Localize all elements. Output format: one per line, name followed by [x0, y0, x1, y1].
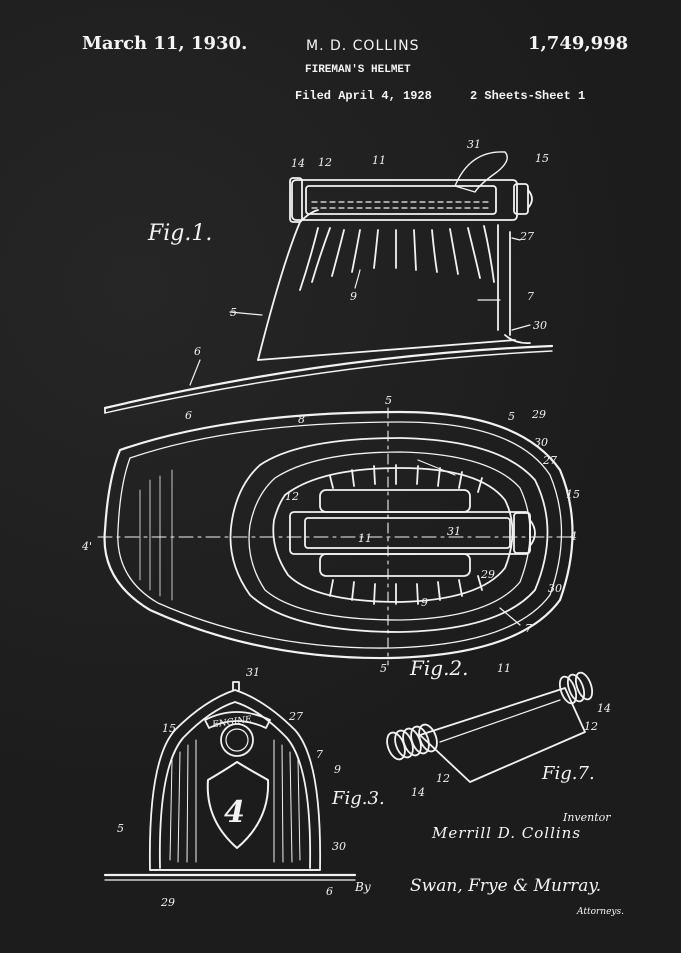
ref-30: 30 [533, 319, 547, 332]
ref-27: 27 [519, 230, 534, 243]
ref-6-fig2: 6 [185, 409, 192, 422]
ref-7-fig2: 7 [525, 622, 532, 635]
ref-9-fig2: 9 [421, 596, 428, 609]
figure-3-label: Fig.3. [331, 788, 385, 809]
figure-2-label: Fig.2. [409, 656, 469, 680]
inventor-name: M. D. COLLINS [306, 38, 420, 54]
ref-30-fig3: 30 [332, 840, 346, 853]
ref-15-fig2: 15 [566, 488, 580, 501]
filed-date: Filed April 4, 1928 [295, 89, 432, 103]
inventor-signature: Merrill D. Collins [432, 824, 582, 842]
ref-5-fig3: 5 [117, 822, 124, 835]
ref-12-fig7: 12 [584, 720, 598, 733]
ref-7-fig3: 7 [316, 748, 323, 761]
ref-27-fig3: 27 [288, 710, 303, 723]
shield-number: 4 [224, 795, 245, 830]
figure-7-label: Fig.7. [541, 763, 595, 784]
figure-2-plan-view [97, 407, 574, 666]
by-label: By [355, 880, 371, 894]
ref-9: 9 [350, 290, 357, 303]
ref-6-fig3: 6 [326, 885, 333, 898]
ref-31-fig3: 31 [246, 666, 260, 679]
figure-1-side-view [103, 151, 554, 414]
attorneys-signature: Swan, Frye & Murray. [410, 876, 602, 896]
ref-14: 14 [291, 157, 305, 170]
patent-title: FIREMAN'S HELMET [305, 64, 411, 76]
ref-11: 11 [372, 154, 386, 167]
ref-5-fig2-top: 5 [385, 394, 392, 407]
ref-5-fig2-bottom: 5 [380, 662, 387, 675]
ref-31: 31 [467, 138, 481, 151]
ref-30-fig2-bottom: 30 [548, 582, 562, 595]
ref-15-fig3: 15 [162, 722, 176, 735]
ref-5: 5 [230, 306, 237, 319]
ref-4-right: 4 [569, 530, 577, 543]
ref-11-fig2: 11 [358, 532, 372, 545]
figure-1-label: Fig.1. [147, 221, 212, 246]
ref-9-fig3: 9 [334, 763, 341, 776]
ref-8: 8 [298, 413, 305, 426]
ref-30-fig2: 30 [534, 436, 548, 449]
ref-12-fig7-left: 12 [436, 772, 450, 785]
sheet-count: 2 Sheets-Sheet 1 [470, 89, 586, 103]
ref-12-fig2: 12 [285, 490, 299, 503]
ref-5-fig2-right: 5 [508, 410, 515, 423]
ref-12: 12 [318, 156, 332, 169]
ref-31-fig2: 31 [447, 525, 461, 538]
figure-7-comb-detail [386, 671, 594, 783]
ref-4-left: 4' [81, 540, 92, 553]
ref-29-fig2: 29 [480, 568, 495, 581]
ref-29: 29 [531, 408, 546, 421]
attorneys-label: Attorneys. [577, 907, 624, 917]
inventor-label: Inventor [563, 811, 611, 824]
figure-3-front-view [103, 681, 357, 881]
ref-15: 15 [535, 152, 549, 165]
ref-14-fig7-left: 14 [411, 786, 425, 799]
ref-14-fig7: 14 [597, 702, 611, 715]
ref-27-fig2: 27 [542, 454, 557, 467]
reference-numerals: 14 12 11 31 15 27 9 5 7 30 6 6 8 5 5 29 … [81, 138, 611, 909]
ref-7: 7 [527, 290, 534, 303]
ref-6: 6 [194, 345, 201, 358]
patent-number: 1,749,998 [528, 33, 629, 54]
patent-date: March 11, 1930. [82, 33, 248, 54]
ref-29-fig3: 29 [160, 896, 175, 909]
ref-11-fig7: 11 [497, 662, 511, 675]
